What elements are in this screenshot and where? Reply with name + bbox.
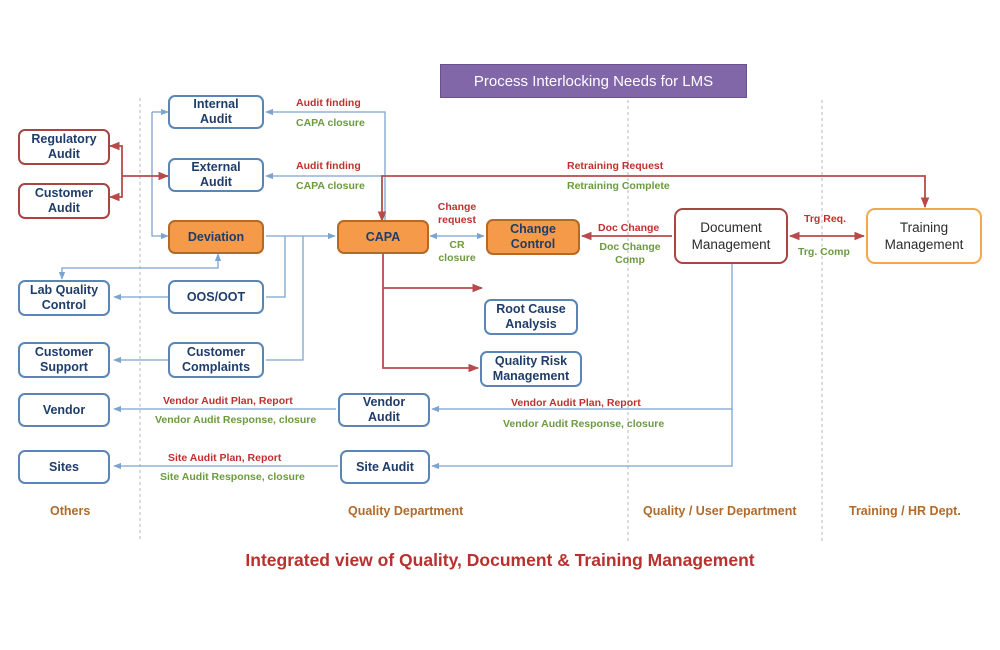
label-audit-finding-internal: Audit finding xyxy=(296,97,361,109)
site-audit-box[interactable]: Site Audit xyxy=(340,450,430,484)
label-doc-change-comp: Doc Change Comp xyxy=(599,241,661,266)
label-vendor-response-left: Vendor Audit Response, closure xyxy=(155,414,317,426)
connector-capa-risk xyxy=(382,288,480,373)
connector-left-trunk xyxy=(151,112,169,240)
change-control-box[interactable]: Change Control xyxy=(486,219,580,255)
root-cause-analysis-box[interactable]: Root Cause Analysis xyxy=(484,299,578,335)
regulatory-audit-box[interactable]: Regulatory Audit xyxy=(18,129,110,165)
connector-regulatory-to-bracket xyxy=(108,141,123,202)
external-audit-box[interactable]: External Audit xyxy=(168,158,264,192)
label-cr-closure: CR closure xyxy=(438,239,476,264)
customer-support-box[interactable]: Customer Support xyxy=(18,342,110,378)
vendor-box[interactable]: Vendor xyxy=(18,393,110,427)
label-vendor-response-right: Vendor Audit Response, closure xyxy=(503,418,665,430)
internal-audit-box[interactable]: Internal Audit xyxy=(168,95,264,129)
vendor-audit-box[interactable]: Vendor Audit xyxy=(338,393,430,427)
label-audit-finding-external: Audit finding xyxy=(296,160,361,172)
connector-training-capa xyxy=(377,175,930,223)
connector-complaints-capa xyxy=(266,236,304,361)
label-trg-req: Trg Req. xyxy=(804,213,847,225)
sites-box[interactable]: Sites xyxy=(18,450,110,484)
diagram-caption: Integrated view of Quality, Document & T… xyxy=(245,550,755,570)
label-retraining-complete: Retraining Complete xyxy=(567,180,670,192)
connector-docmgmt-vendor-audit xyxy=(431,264,733,413)
customer-audit-box[interactable]: Customer Audit xyxy=(18,183,110,219)
dept-label-quality: Quality Department xyxy=(348,504,464,518)
document-management-box[interactable]: Document Management xyxy=(674,208,788,264)
label-vendor-plan-right: Vendor Audit Plan, Report xyxy=(511,397,641,409)
label-trg-comp: Trg. Comp xyxy=(798,246,850,258)
connector-oos-capa xyxy=(266,236,286,298)
customer-complaints-box[interactable]: Customer Complaints xyxy=(168,342,264,378)
connector-deviation-lab-qc xyxy=(58,253,222,280)
label-site-response: Site Audit Response, closure xyxy=(160,471,305,483)
label-site-plan: Site Audit Plan, Report xyxy=(168,452,282,464)
dept-label-quality-user: Quality / User Department xyxy=(643,504,797,518)
label-change-request: Change request xyxy=(437,201,477,226)
deviation-box[interactable]: Deviation xyxy=(168,220,264,254)
connector-docmgmt-site-audit xyxy=(431,409,733,470)
lab-quality-control-box[interactable]: Lab Quality Control xyxy=(18,280,110,316)
oos-oot-box[interactable]: OOS/OOT xyxy=(168,280,264,314)
label-retraining-request: Retraining Request xyxy=(567,160,664,172)
label-capa-closure-internal: CAPA closure xyxy=(296,117,365,129)
dept-label-training-hr: Training / HR Dept. xyxy=(849,504,961,518)
label-doc-change: Doc Change xyxy=(598,222,660,234)
quality-risk-management-box[interactable]: Quality Risk Management xyxy=(480,351,582,387)
dept-label-others: Others xyxy=(50,504,91,518)
training-management-box[interactable]: Training Management xyxy=(866,208,982,264)
connector-capa-internal-audit xyxy=(265,108,386,222)
label-capa-closure-external: CAPA closure xyxy=(296,180,365,192)
label-vendor-plan-left: Vendor Audit Plan, Report xyxy=(163,395,293,407)
capa-box[interactable]: CAPA xyxy=(337,220,429,254)
department-separators xyxy=(139,98,823,542)
diagram-title: Process Interlocking Needs for LMS xyxy=(440,64,747,98)
